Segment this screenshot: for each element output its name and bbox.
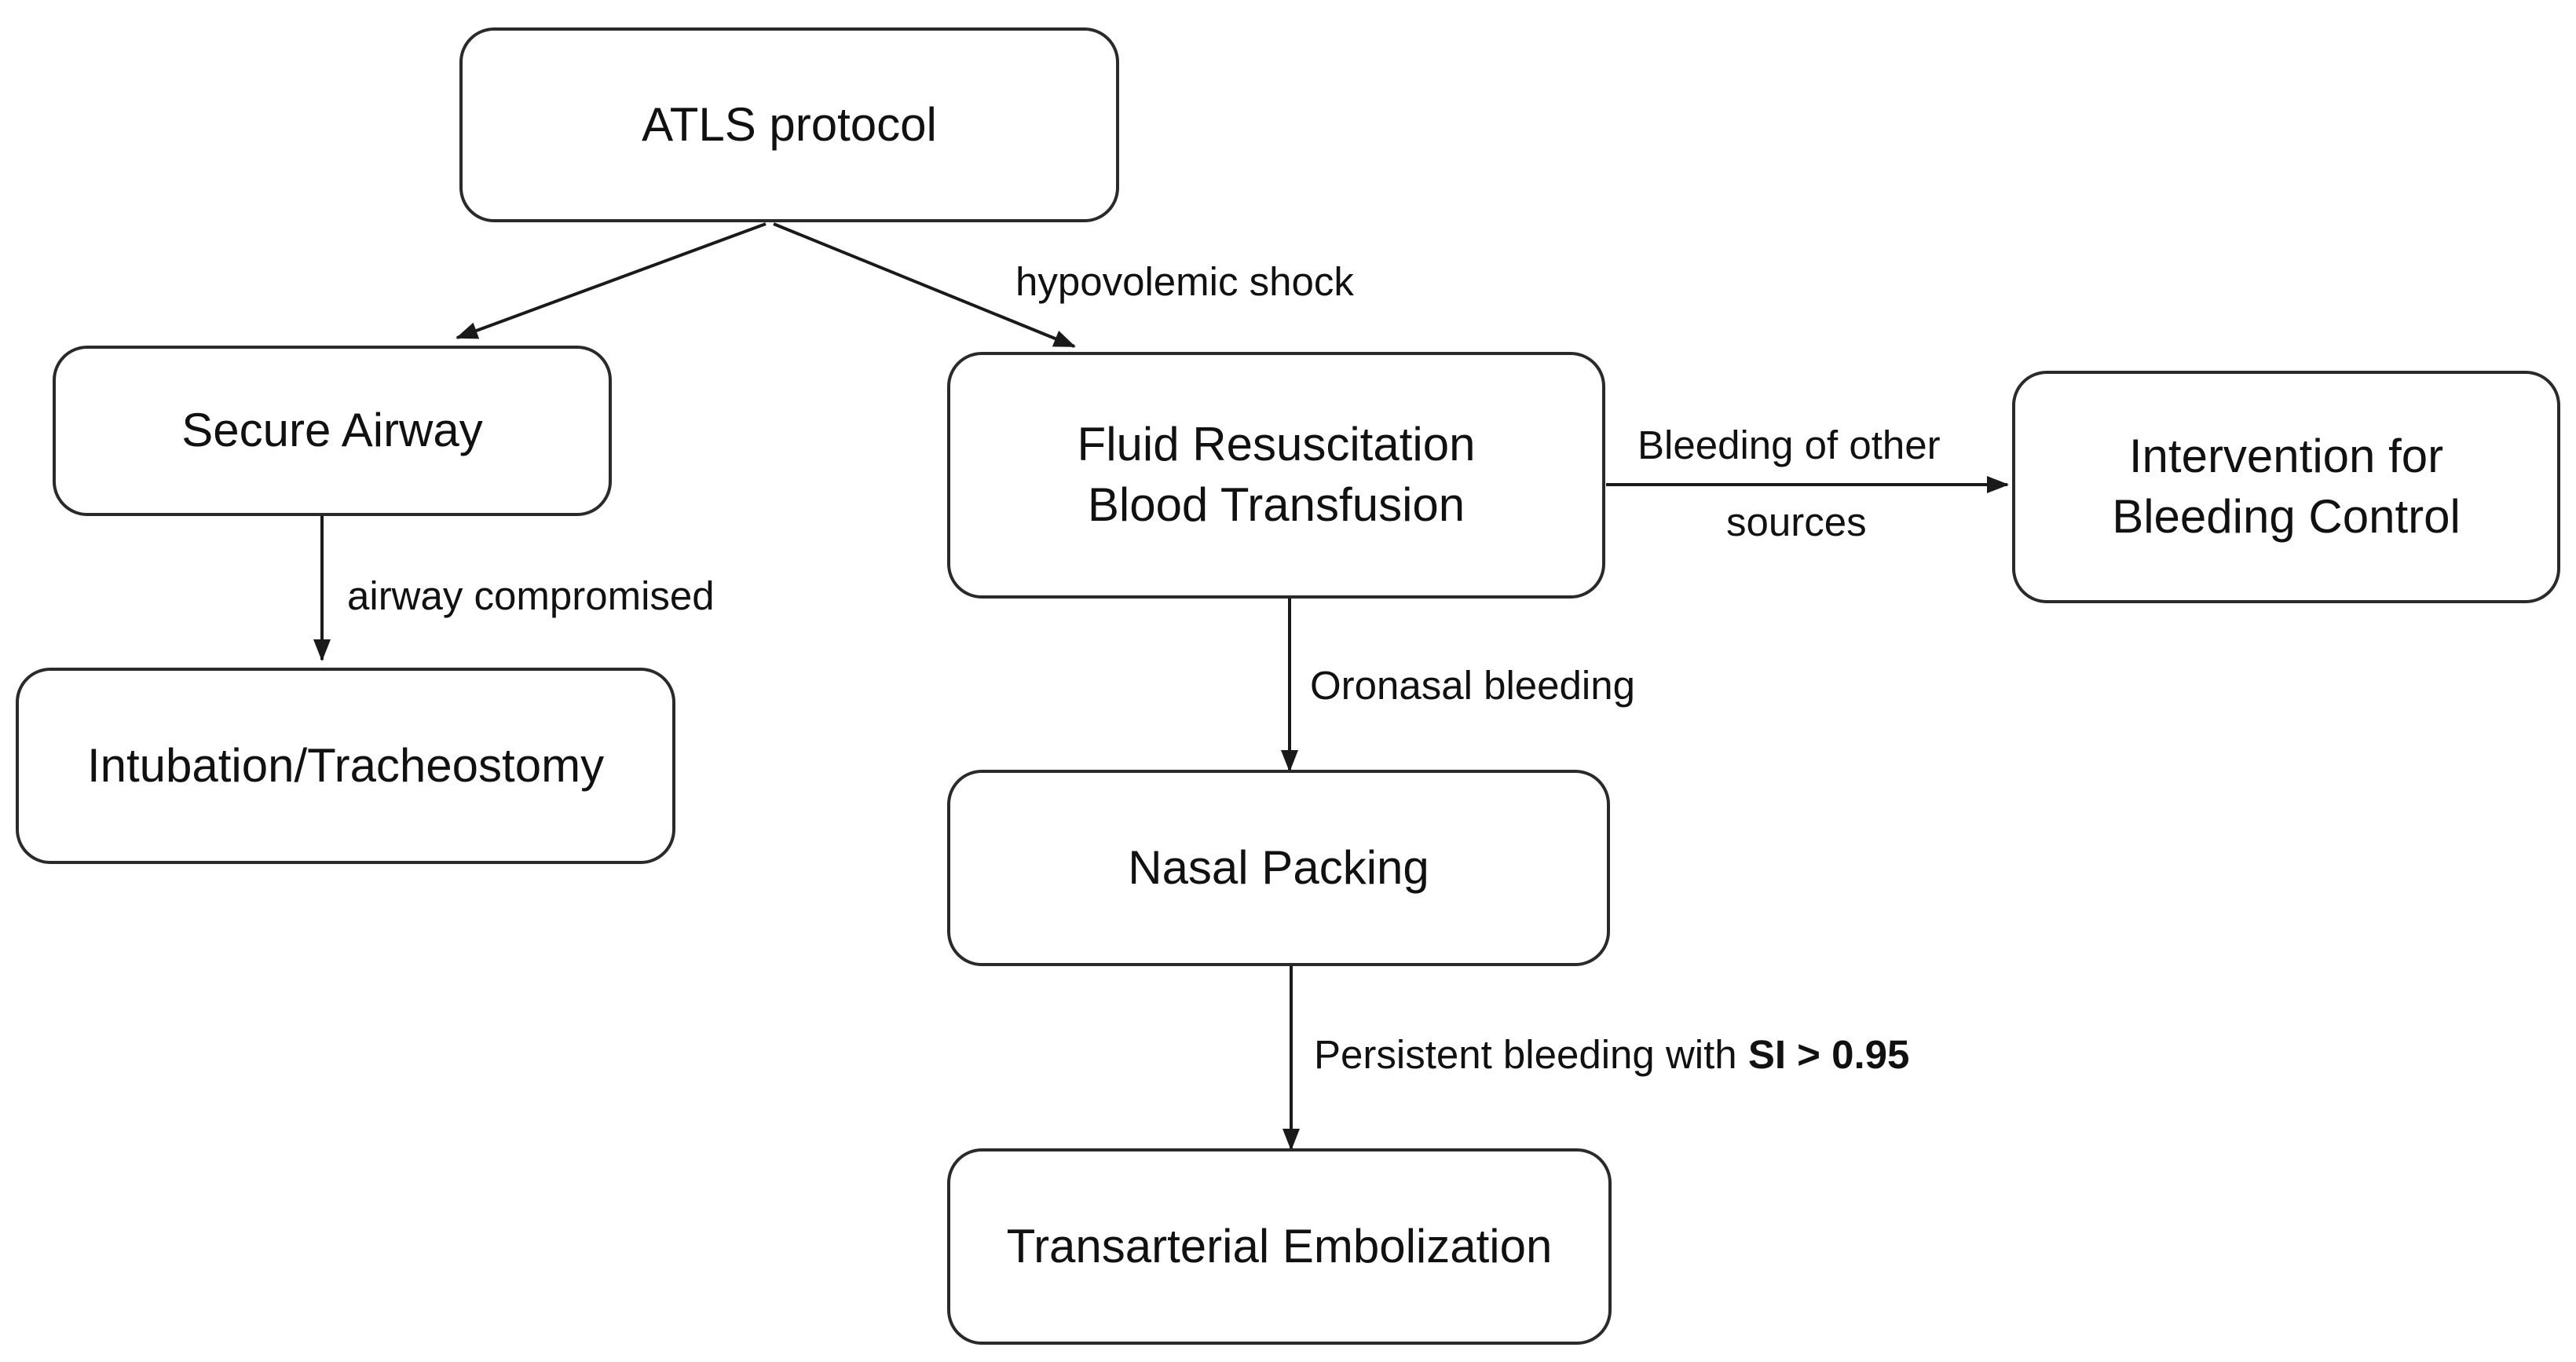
arrow-atls-to-airway: [456, 222, 767, 339]
node-label: Secure Airway: [181, 404, 483, 457]
arrow-atls-to-fluid: [773, 222, 1076, 348]
node-label: Nasal Packing: [1128, 840, 1429, 894]
edge-label-persistent-prefix: Persistent bleeding with: [1314, 1032, 1748, 1077]
node-intubation-tracheostomy: Intubation/Tracheostomy: [16, 668, 675, 864]
node-secure-airway: Secure Airway: [53, 346, 612, 516]
node-fluid-resuscitation: Fluid Resuscitation Blood Transfusion: [947, 352, 1605, 599]
node-label-line1: Intervention for: [2128, 430, 2444, 483]
node-atls-protocol: ATLS protocol: [459, 27, 1119, 222]
edge-label-bleeding-other-sources-line1: Bleeding of other: [1637, 423, 1941, 467]
node-transarterial-embolization: Transarterial Embolization: [947, 1148, 1612, 1345]
edge-label-oronasal-bleeding: Oronasal bleeding: [1310, 663, 1635, 708]
edge-label-persistent-bleeding: Persistent bleeding with SI > 0.95: [1314, 1031, 1909, 1078]
edge-label-bleeding-other-sources-line2: sources: [1726, 500, 1867, 544]
edge-label-airway-compromised: airway compromised: [347, 573, 715, 618]
node-label-line1: Fluid Resuscitation: [1077, 418, 1476, 471]
node-label-line2: Blood Transfusion: [1087, 478, 1465, 531]
node-label: Intubation/Tracheostomy: [86, 738, 605, 792]
node-intervention-bleeding-control: Intervention for Bleeding Control: [2012, 371, 2560, 603]
node-label: ATLS protocol: [642, 97, 937, 151]
node-label: Transarterial Embolization: [1006, 1219, 1553, 1272]
node-label-line2: Bleeding Control: [2112, 490, 2461, 543]
node-nasal-packing: Nasal Packing: [947, 770, 1610, 966]
edge-label-hypovolemic-shock: hypovolemic shock: [1015, 259, 1354, 304]
edge-label-shock-index: SI > 0.95: [1747, 1032, 1910, 1077]
